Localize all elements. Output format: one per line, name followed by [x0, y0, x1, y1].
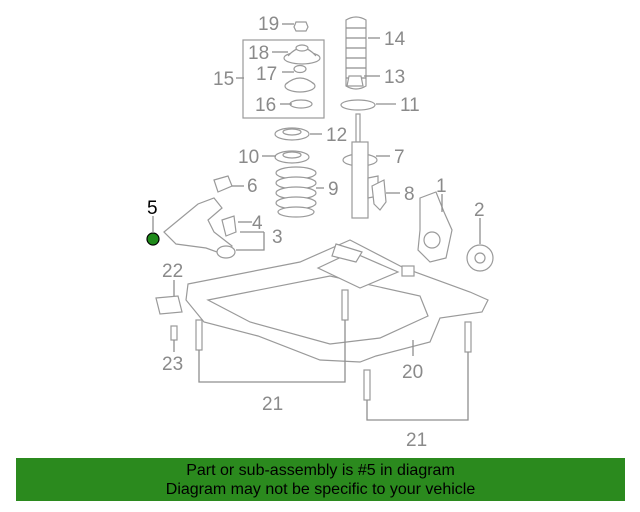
callout-13: 13 — [384, 67, 405, 88]
part-4-ball-joint[interactable] — [221, 215, 237, 237]
callout-23: 23 — [162, 354, 183, 375]
callout-6: 6 — [247, 176, 258, 197]
callout-7: 7 — [394, 147, 405, 168]
part-1-knuckle[interactable] — [417, 191, 453, 263]
part-13-bumper[interactable] — [346, 75, 364, 87]
part-11-spring-seat[interactable] — [340, 99, 376, 111]
part-18-mount[interactable] — [283, 44, 321, 65]
callout-14: 14 — [384, 29, 406, 50]
part-9-coil-spring[interactable] — [275, 166, 317, 218]
callout-11: 11 — [400, 95, 420, 116]
part-2-shield[interactable] — [466, 244, 494, 272]
part-19-nut[interactable] — [293, 21, 309, 32]
callout-19: 19 — [258, 14, 279, 35]
callout-2: 2 — [474, 200, 485, 221]
part-23-bolt[interactable] — [170, 325, 178, 341]
part-17-nut[interactable] — [293, 64, 307, 74]
callout-3: 3 — [272, 227, 283, 248]
callout-8: 8 — [404, 184, 415, 205]
part-20-subframe[interactable] — [185, 239, 489, 363]
callout-22: 22 — [162, 261, 183, 282]
part-3-lower-control-arm[interactable] — [163, 197, 236, 259]
callout-9: 9 — [328, 179, 339, 200]
callout-1: 1 — [436, 176, 447, 197]
callout-20: 20 — [402, 362, 423, 383]
callout-16: 16 — [255, 95, 276, 116]
callout-5: 5 — [147, 198, 158, 219]
leader-lines — [152, 23, 481, 421]
part-14-boot[interactable] — [345, 16, 367, 90]
notice-line-1: Part or sub-assembly is #5 in diagram — [186, 462, 455, 479]
part-6-bushing[interactable] — [213, 175, 233, 193]
part-7-strut[interactable] — [342, 113, 379, 219]
callout-21-left: 21 — [262, 394, 283, 415]
part-5-bushing-highlighted[interactable] — [146, 232, 160, 246]
callout-18: 18 — [248, 43, 269, 64]
callout-15: 15 — [213, 69, 234, 90]
callout-17: 17 — [256, 64, 277, 85]
notice-line-2: Diagram may not be specific to your vehi… — [165, 481, 476, 498]
callout-10: 10 — [238, 147, 259, 168]
part-8-bracket[interactable] — [371, 179, 387, 211]
part-12-insulator[interactable] — [274, 127, 310, 141]
callout-12: 12 — [326, 125, 347, 146]
part-16-washer[interactable] — [289, 99, 313, 109]
group-box-15 — [242, 39, 325, 119]
part-10-insulator[interactable] — [274, 150, 310, 164]
callout-21-right: 21 — [406, 430, 427, 451]
callout-numbers: 19 18 17 15 16 14 13 11 12 10 7 6 9 8 1 … — [147, 14, 485, 451]
callout-4: 4 — [252, 213, 263, 234]
part-22-bracket[interactable] — [155, 295, 183, 315]
part-15-bearing[interactable] — [284, 77, 316, 93]
diagram-notice-banner: Part or sub-assembly is #5 in diagram Di… — [16, 458, 625, 501]
